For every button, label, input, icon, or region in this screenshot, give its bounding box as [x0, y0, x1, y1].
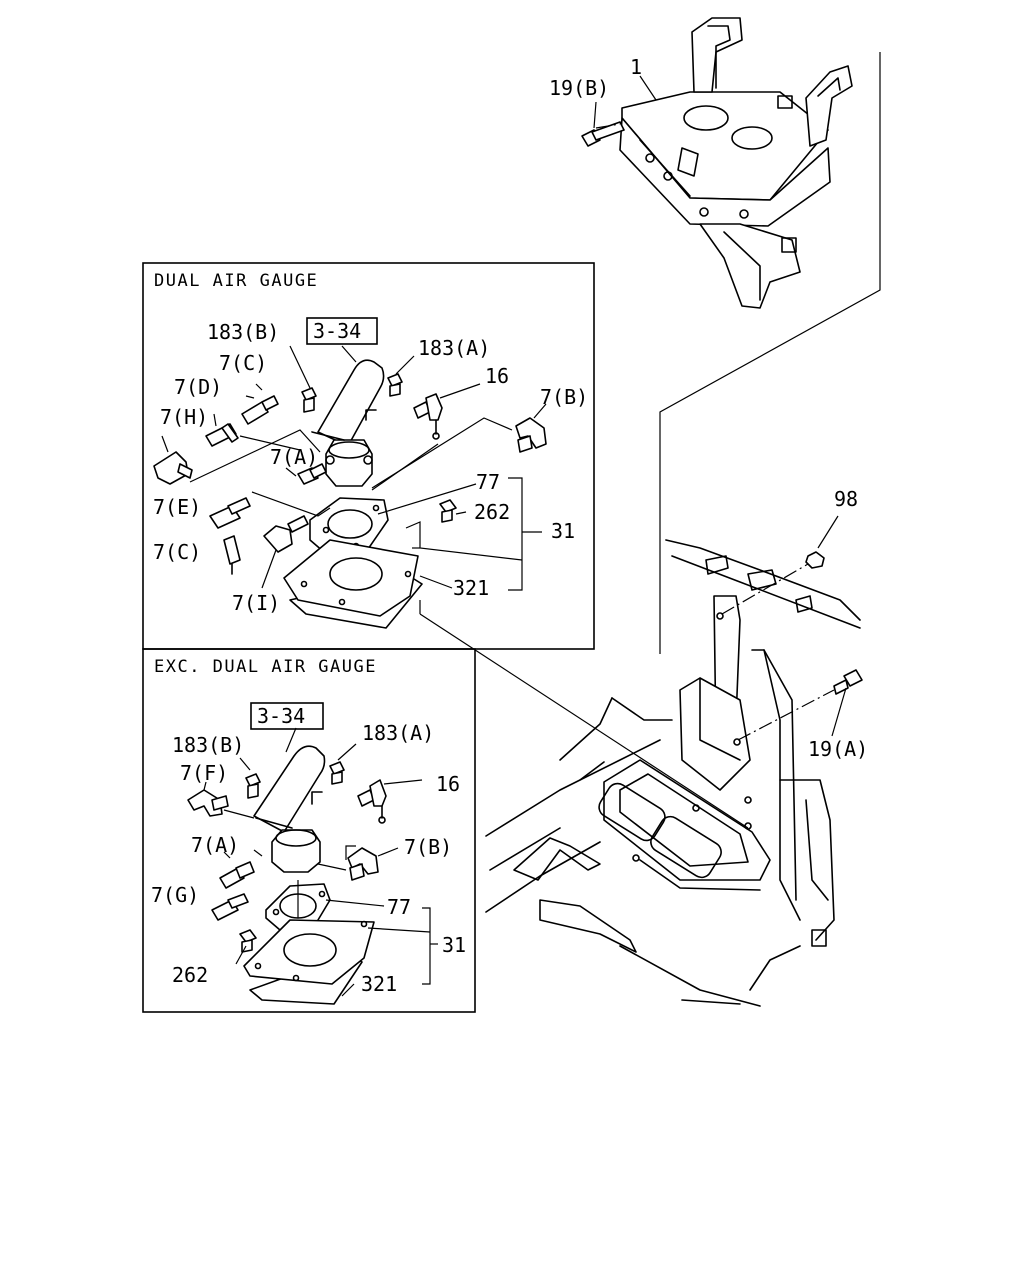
label-exc-7g: 7(G)	[151, 883, 199, 907]
label-exc-16: 16	[436, 772, 460, 796]
label-exc-7f: 7(F)	[180, 761, 228, 785]
label-dual-321: 321	[453, 576, 489, 600]
label-nut-98: 98	[834, 487, 858, 511]
label-exc-31: 31	[442, 933, 466, 957]
label-exc-262: 262	[172, 963, 208, 987]
label-dual-7e: 7(E)	[153, 495, 201, 519]
label-dual-183a: 183(A)	[418, 336, 490, 360]
label-dual-183b: 183(B)	[207, 320, 279, 344]
label-bracket-1: 1	[630, 55, 642, 79]
label-dual-7c-bottom: 7(C)	[153, 540, 201, 564]
exc-dual-air-gauge-panel: EXC. DUAL AIR GAUGE	[142, 648, 476, 1013]
label-exc-7b: 7(B)	[404, 835, 452, 859]
label-dual-16: 16	[485, 364, 509, 388]
label-dual-262: 262	[474, 500, 510, 524]
label-exc-321: 321	[361, 972, 397, 996]
label-bolt-19b: 19(B)	[549, 76, 609, 100]
label-dual-7b: 7(B)	[540, 385, 588, 409]
label-dual-7d: 7(D)	[174, 375, 222, 399]
label-dual-ref-3-34: 3-34	[313, 319, 361, 343]
label-dual-7a: 7(A)	[270, 445, 318, 469]
chassis-frame	[485, 539, 861, 1007]
label-exc-ref-3-34: 3-34	[257, 704, 305, 728]
label-dual-31: 31	[551, 519, 575, 543]
bolt-19b-icon	[581, 101, 625, 147]
nut-98-icon	[805, 515, 839, 569]
bracket-assembly	[619, 17, 853, 309]
dual-panel-title: DUAL AIR GAUGE	[154, 271, 318, 291]
frame-boundary	[659, 52, 881, 654]
label-exc-183b: 183(B)	[172, 733, 244, 757]
bolt-19a-icon	[831, 669, 863, 737]
label-bolt-19a: 19(A)	[808, 737, 868, 761]
label-dual-7c-top: 7(C)	[219, 351, 267, 375]
exc-panel-title: EXC. DUAL AIR GAUGE	[154, 657, 377, 677]
label-dual-7i: 7(I)	[232, 591, 280, 615]
label-exc-77: 77	[387, 895, 411, 919]
label-dual-7h: 7(H)	[160, 405, 208, 429]
label-dual-77: 77	[476, 470, 500, 494]
callout-labels: 1 19(B) 98 19(A) 3-34 183(B) 183(A) 7(C)…	[151, 55, 868, 996]
dual-air-gauge-panel: DUAL AIR GAUGE	[142, 262, 595, 650]
label-exc-7a: 7(A)	[191, 833, 239, 857]
label-exc-183a: 183(A)	[362, 721, 434, 745]
